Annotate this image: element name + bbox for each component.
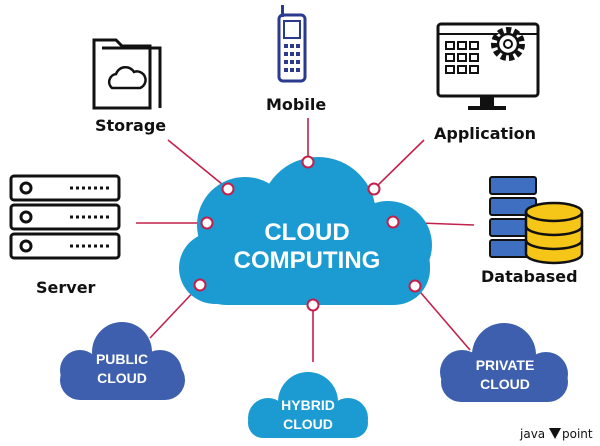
- hybrid-cloud-line1: HYBRID: [281, 397, 335, 413]
- center-title-line1: CLOUD: [264, 219, 349, 246]
- label-server: Server: [36, 278, 96, 297]
- public-cloud-line2: CLOUD: [97, 370, 147, 386]
- center-title-line2: COMPUTING: [234, 247, 381, 274]
- hybrid-cloud-shape: [248, 372, 368, 438]
- database-icon: [489, 176, 584, 265]
- main-cloud: [179, 157, 432, 305]
- connector-storage: [167, 139, 229, 190]
- private-cloud-shape: [440, 323, 568, 402]
- label-storage: Storage: [95, 116, 166, 135]
- javatpoint-logo: java point: [519, 427, 593, 441]
- public-cloud-shape: [60, 322, 185, 400]
- folder-cloud-icon: [92, 38, 162, 110]
- server-rack-icon: [9, 174, 121, 260]
- svg-text:java: java: [519, 427, 545, 441]
- connector-nodes: [193, 155, 422, 312]
- connector-private: [414, 285, 471, 351]
- private-cloud-line1: PRIVATE: [476, 357, 535, 373]
- connector-application: [373, 139, 425, 190]
- hybrid-cloud-line2: CLOUD: [283, 416, 333, 432]
- label-database: Databased: [481, 267, 578, 286]
- mobile-phone-icon: [277, 5, 307, 83]
- public-cloud-line1: PUBLIC: [96, 351, 148, 367]
- private-cloud-line2: CLOUD: [480, 376, 530, 392]
- application-settings-icon: [436, 22, 540, 110]
- label-application: Application: [434, 124, 536, 143]
- label-mobile: Mobile: [266, 95, 326, 114]
- svg-text:point: point: [562, 427, 593, 441]
